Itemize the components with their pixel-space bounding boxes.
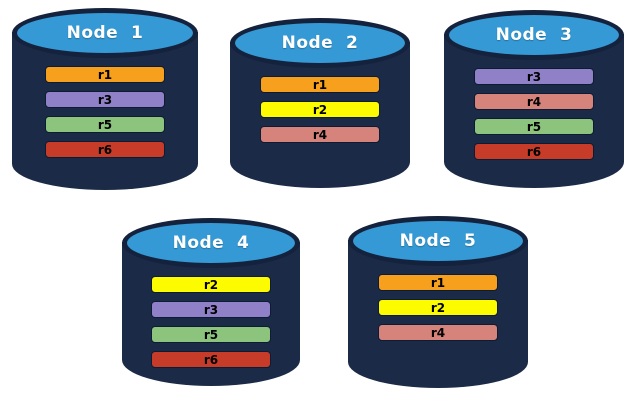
replica-bar-r4: r4 [378, 324, 498, 341]
replica-label: r5 [526, 119, 542, 134]
replica-bar-r3: r3 [474, 68, 594, 85]
replica-label: r1 [430, 275, 446, 290]
replica-bar-r1: r1 [260, 76, 380, 93]
replica-bar-r3: r3 [45, 91, 165, 108]
cylinder-top: Node 3 [444, 10, 624, 60]
replica-bar-r2: r2 [260, 101, 380, 118]
replica-label: r2 [430, 300, 446, 315]
replica-list: r1 r2 r4 [348, 274, 528, 341]
db-node-1: Node 1 r1 r3 r5 r6 [12, 8, 198, 190]
cylinder-top: Node 4 [122, 218, 300, 268]
replica-label: r2 [312, 102, 328, 117]
node-label: Node 1 [66, 23, 144, 43]
replica-label: r3 [526, 69, 542, 84]
replica-list: r1 r3 r5 r6 [12, 66, 198, 158]
node-label: Node 5 [399, 231, 477, 251]
node-label: Node 4 [172, 233, 250, 253]
replica-label: r4 [430, 325, 446, 340]
replica-label: r4 [312, 127, 328, 142]
replica-label: r6 [203, 352, 219, 367]
replica-label: r6 [97, 142, 113, 157]
replica-list: r3 r4 r5 r6 [444, 68, 624, 160]
replica-bar-r6: r6 [45, 141, 165, 158]
replica-label: r2 [203, 277, 219, 292]
replica-label: r1 [97, 67, 113, 82]
replica-bar-r5: r5 [474, 118, 594, 135]
replica-label: r4 [526, 94, 542, 109]
cylinder-top: Node 2 [230, 18, 410, 68]
replica-bar-r5: r5 [45, 116, 165, 133]
replica-bar-r6: r6 [474, 143, 594, 160]
node-label: Node 3 [495, 25, 573, 45]
node-label: Node 2 [281, 33, 359, 53]
replica-bar-r6: r6 [151, 351, 271, 368]
cylinder-top: Node 1 [12, 8, 198, 58]
replica-list: r1 r2 r4 [230, 76, 410, 143]
replica-bar-r1: r1 [45, 66, 165, 83]
replica-list: r2 r3 r5 r6 [122, 276, 300, 368]
db-node-2: Node 2 r1 r2 r4 [230, 18, 410, 188]
cylinder-top: Node 5 [348, 216, 528, 266]
db-node-3: Node 3 r3 r4 r5 r6 [444, 10, 624, 188]
cylinder-body [12, 32, 198, 190]
replica-bar-r4: r4 [260, 126, 380, 143]
replica-bar-r2: r2 [378, 299, 498, 316]
replica-label: r5 [203, 327, 219, 342]
replica-label: r3 [203, 302, 219, 317]
replica-label: r1 [312, 77, 328, 92]
replica-label: r3 [97, 92, 113, 107]
db-node-5: Node 5 r1 r2 r4 [348, 216, 528, 388]
replica-bar-r2: r2 [151, 276, 271, 293]
replica-bar-r4: r4 [474, 93, 594, 110]
db-node-4: Node 4 r2 r3 r5 r6 [122, 218, 300, 386]
replica-bar-r5: r5 [151, 326, 271, 343]
replica-bar-r3: r3 [151, 301, 271, 318]
replica-label: r5 [97, 117, 113, 132]
replica-bar-r1: r1 [378, 274, 498, 291]
replica-label: r6 [526, 144, 542, 159]
